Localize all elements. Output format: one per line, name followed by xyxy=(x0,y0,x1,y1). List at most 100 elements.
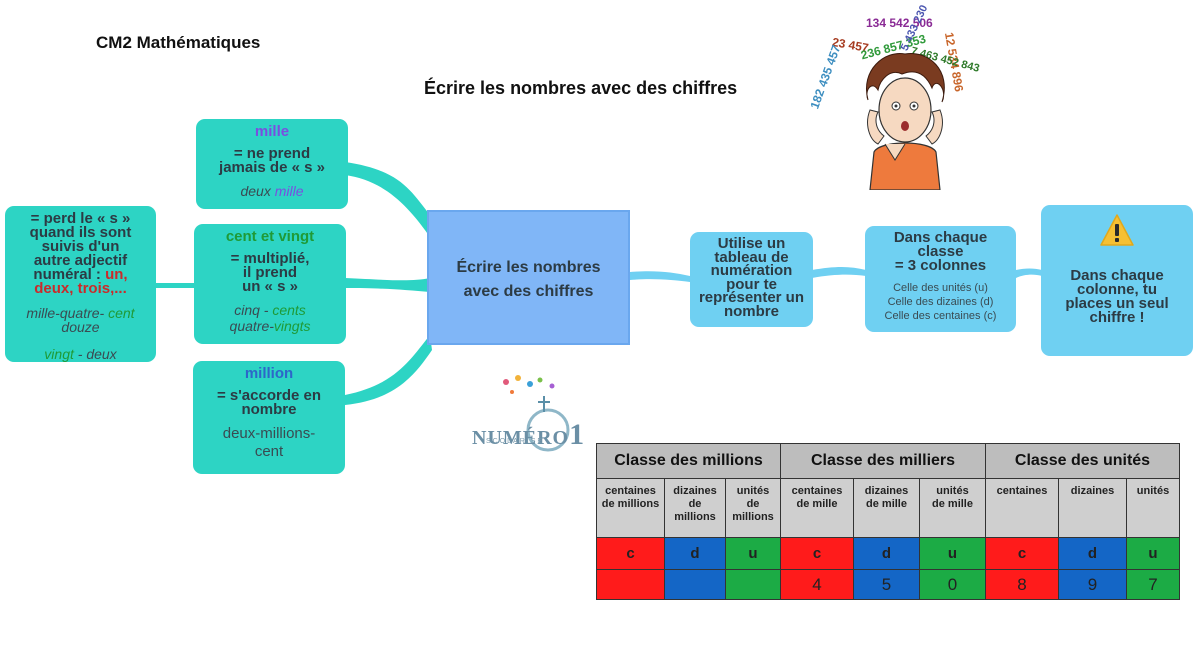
class-header-millions: Classe des millions xyxy=(596,443,781,479)
tableau-line-3: numération xyxy=(710,262,793,279)
place-value-table: Classe des millions Classe des milliers … xyxy=(596,443,1180,600)
logo-subtext: SCOLARISÉ xyxy=(486,438,545,445)
left-line-3: suivis d'un xyxy=(41,238,120,255)
mille-rule-1: = ne prend xyxy=(233,145,311,162)
classe-line-1: Dans chaque xyxy=(893,229,988,246)
left-ex1b: cent xyxy=(108,305,135,321)
header-title: CM2 Mathématiques xyxy=(96,33,261,52)
digit-cell: 5 xyxy=(853,569,920,600)
left-line-1: = perd le « s » xyxy=(30,210,131,227)
node-classe: Dans chaque classe = 3 colonnes Celle de… xyxy=(865,226,1016,332)
numbers-cloud: 134 542 506 23 457 182 435 457 236 857 3… xyxy=(807,0,1020,190)
mille-title: mille xyxy=(254,123,290,140)
tableau-line-4: pour te xyxy=(726,275,777,293)
classe-col-2: Celle des dizaines (d) xyxy=(887,296,994,308)
mille-rule-2: jamais de « s » xyxy=(219,159,325,176)
letter-cell: u xyxy=(725,537,781,570)
node-center: Écrire les nombres avec des chiffres xyxy=(427,210,630,345)
left-line-2: quand ils sont xyxy=(29,224,132,241)
logo-text: NUMÉRO xyxy=(472,427,570,449)
node-cent-vingt: cent et vingt = multiplié, il prend un «… xyxy=(194,224,346,344)
digit-cell: 0 xyxy=(919,569,986,600)
class-header-milliers: Classe des milliers xyxy=(780,443,986,479)
cv-ex1a: cinq - xyxy=(234,302,273,318)
left-line-5b: un, xyxy=(105,266,128,283)
class-header-unites: Classe des unités xyxy=(985,443,1180,479)
tableau-line-1: Utilise un xyxy=(717,235,786,252)
center-line-1: Écrire les nombres xyxy=(456,259,601,276)
col-header: unités xyxy=(1126,478,1180,538)
digit-cell: 7 xyxy=(1126,569,1180,600)
logo-digit: 1 xyxy=(569,418,586,451)
classe-col-3: Celle des centaines (c) xyxy=(884,310,997,322)
col-header: centaines xyxy=(985,478,1059,538)
warning-icon xyxy=(1100,214,1134,246)
letter-cell: d xyxy=(1058,537,1127,570)
digit-cell xyxy=(725,569,781,600)
left-line-5a: numéral : xyxy=(33,266,106,283)
million-ex-1: deux-millions- xyxy=(222,425,316,442)
letter-cell: c xyxy=(596,537,665,570)
letter-cell: c xyxy=(985,537,1059,570)
cv-ex1b: cents xyxy=(272,302,306,318)
digit-cell: 4 xyxy=(780,569,854,600)
digit-cell: 9 xyxy=(1058,569,1127,600)
digit-cell xyxy=(664,569,726,600)
left-ex1a: mille-quatre- xyxy=(26,305,109,321)
letter-cell: d xyxy=(664,537,726,570)
center-line-2: avec des chiffres xyxy=(463,283,594,300)
letter-cell: d xyxy=(853,537,920,570)
classe-col-1: Celle des unités (u) xyxy=(893,282,988,294)
tableau-line-2: tableau de xyxy=(714,248,789,266)
left-ex1c: douze xyxy=(61,319,100,335)
letters-row: c d u c d u c d u xyxy=(596,537,1180,570)
cloud-number-1: 134 542 506 xyxy=(866,16,933,30)
letter-cell: u xyxy=(919,537,986,570)
million-title: million xyxy=(244,365,294,382)
colonne-line-4: chiffre ! xyxy=(1089,309,1145,326)
cv-rule-1: = multiplié, xyxy=(230,250,310,267)
cv-rule-3: un « s » xyxy=(242,278,298,295)
million-ex-2: cent xyxy=(254,443,284,460)
million-rule-1: = s'accorde en xyxy=(216,387,322,404)
colonne-line-1: Dans chaque xyxy=(1070,267,1164,284)
classe-line-2: classe xyxy=(917,243,964,260)
million-rule-2: nombre xyxy=(241,401,297,418)
digit-cell: 8 xyxy=(985,569,1059,600)
cv-ex2b: vingts xyxy=(273,318,311,334)
node-tableau: Utilise un tableau de numération pour te… xyxy=(690,232,813,327)
node-mille: mille = ne prend jamais de « s » deux mi… xyxy=(196,119,348,209)
colonne-line-3: places un seul xyxy=(1065,295,1169,312)
left-line-6: deux, trois,... xyxy=(34,280,127,297)
confused-child-illustration xyxy=(866,53,945,190)
tableau-line-6: nombre xyxy=(723,302,779,320)
node-colonne: Dans chaque colonne, tu places un seul c… xyxy=(1041,205,1193,356)
left-line-4: autre adjectif xyxy=(33,252,128,269)
colonne-line-2: colonne, tu xyxy=(1077,281,1157,298)
classe-line-3: = 3 colonnes xyxy=(894,257,987,274)
cv-ex2a: quatre- xyxy=(229,318,274,334)
mille-example-a: deux xyxy=(240,183,275,199)
cv-rule-2: il prend xyxy=(242,264,298,281)
numero1-logo: NUMÉRO1 SCOLARISÉ xyxy=(470,372,590,462)
tableau-line-5: représenter un xyxy=(698,289,805,306)
cent-vingt-title: cent et vingt xyxy=(225,228,315,245)
main-title: Écrire les nombres avec des chiffres xyxy=(424,78,738,98)
left-ex2a: vingt xyxy=(44,346,74,362)
node-million: million = s'accorde en nombre deux-milli… xyxy=(193,361,345,474)
digits-row: 4 5 0 8 9 7 xyxy=(596,569,1180,600)
digit-cell xyxy=(596,569,665,600)
node-pluriel-exception: = perd le « s » quand ils sont suivis d'… xyxy=(5,206,156,362)
letter-cell: u xyxy=(1126,537,1180,570)
letter-cell: c xyxy=(780,537,854,570)
mille-example-b: mille xyxy=(274,183,304,199)
col-header: dizaines xyxy=(1058,478,1127,538)
